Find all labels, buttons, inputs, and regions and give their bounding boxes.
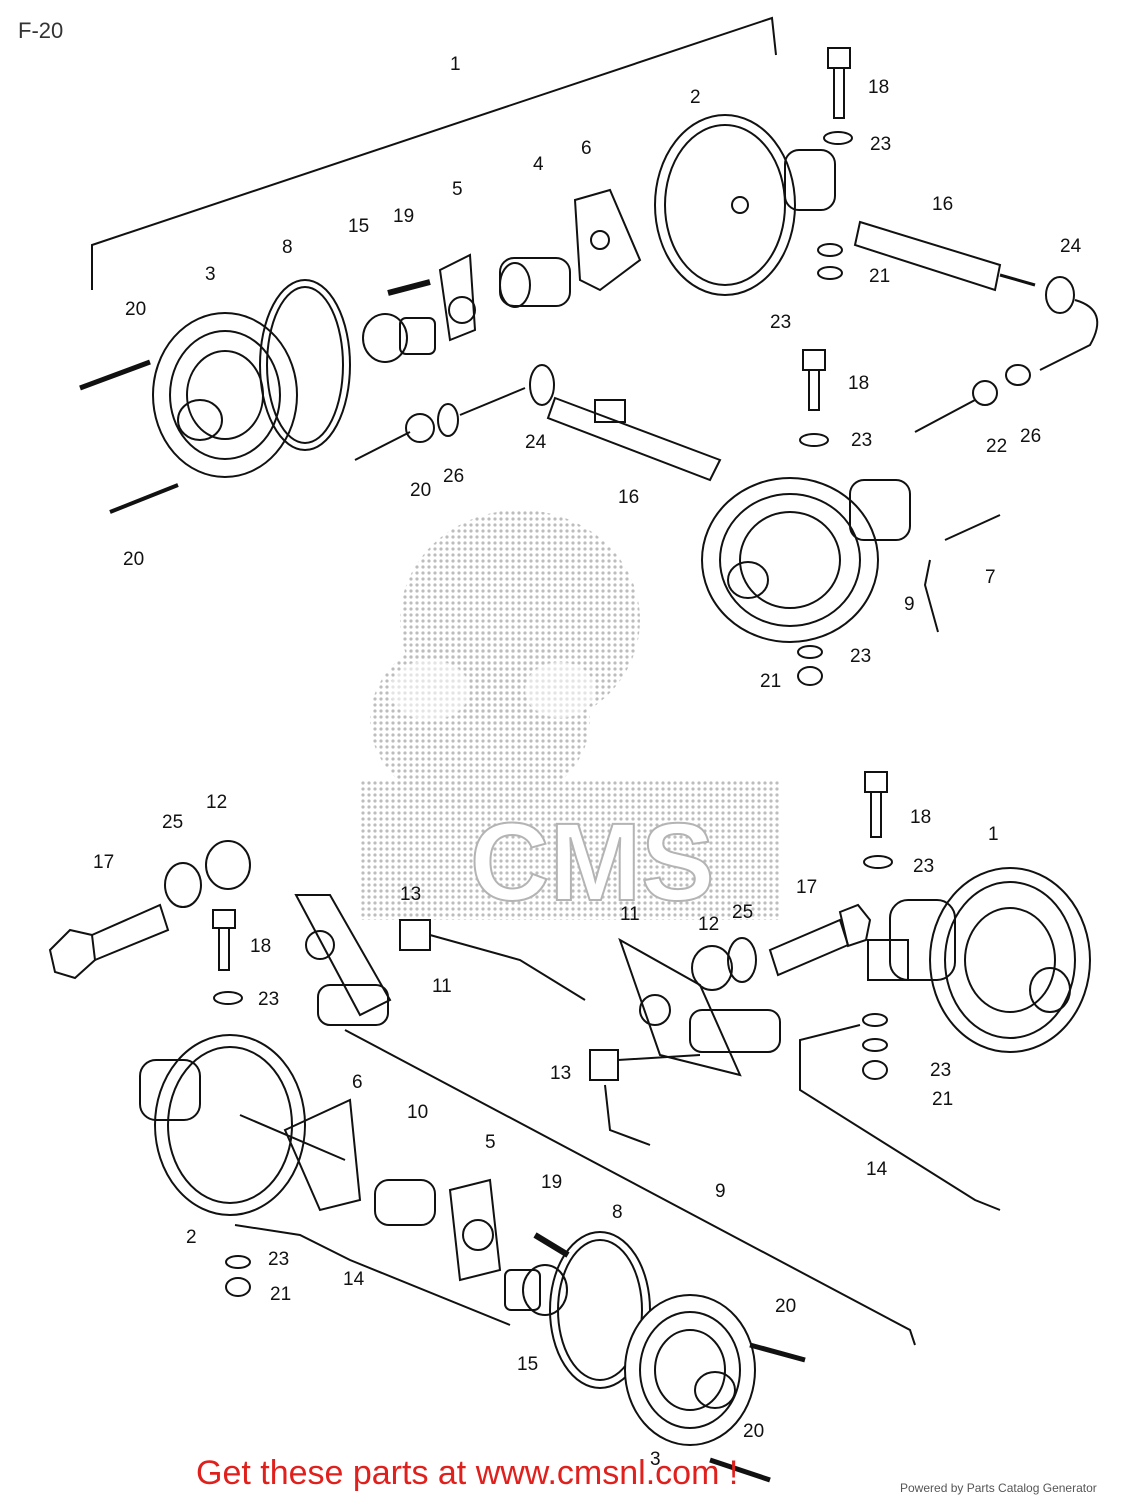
page-title: F-20 bbox=[18, 18, 64, 43]
callout-18-mid: 18 bbox=[848, 373, 869, 394]
callout-9-bottom: 9 bbox=[715, 1181, 726, 1202]
callout-10: 10 bbox=[407, 1102, 428, 1123]
callout-26-mid: 26 bbox=[443, 466, 464, 487]
bottom-assembly bbox=[48, 771, 1091, 1483]
callout-17-right: 17 bbox=[796, 877, 817, 898]
watermark-logo: CMS bbox=[360, 510, 780, 925]
callout-15-bottom: 15 bbox=[517, 1354, 538, 1375]
callout-20-mid: 20 bbox=[410, 480, 431, 501]
callout-16: 16 bbox=[932, 194, 953, 215]
callout-15: 15 bbox=[348, 216, 369, 237]
callout-21: 21 bbox=[869, 266, 890, 287]
callout-1: 1 bbox=[450, 54, 461, 75]
callout-8: 8 bbox=[282, 237, 293, 258]
callout-25-right: 25 bbox=[732, 902, 753, 923]
callout-5: 5 bbox=[452, 179, 463, 200]
callout-24: 24 bbox=[1060, 236, 1082, 257]
callout-17: 17 bbox=[93, 852, 114, 873]
callout-7: 7 bbox=[985, 567, 996, 588]
callout-20: 20 bbox=[125, 299, 146, 320]
callout-6-bottom: 6 bbox=[352, 1072, 363, 1093]
callout-5-bottom: 5 bbox=[485, 1132, 496, 1153]
callout-1-right: 1 bbox=[988, 824, 999, 845]
callout-13: 13 bbox=[400, 884, 421, 905]
callout-19-bottom: 19 bbox=[541, 1172, 562, 1193]
callout-22: 22 bbox=[986, 436, 1007, 457]
callout-14-right: 14 bbox=[866, 1159, 888, 1180]
callout-21-bottom: 21 bbox=[270, 1284, 291, 1305]
callout-12-right: 12 bbox=[698, 914, 719, 935]
callout-labels: 1 2 3 4 5 6 7 8 9 15 16 16 18 18 19 20 2… bbox=[93, 54, 1082, 1470]
callout-23-right-low: 23 bbox=[930, 1060, 951, 1081]
callout-20-low: 20 bbox=[123, 549, 144, 570]
credit-text: Powered by Parts Catalog Generator bbox=[900, 1481, 1097, 1495]
callout-16-mid: 16 bbox=[618, 487, 639, 508]
callout-25: 25 bbox=[162, 812, 183, 833]
callout-18-bl: 18 bbox=[250, 936, 271, 957]
callout-23-b: 23 bbox=[770, 312, 791, 333]
callout-21-mid: 21 bbox=[760, 671, 781, 692]
callout-21-right: 21 bbox=[932, 1089, 953, 1110]
callout-23-bottom: 23 bbox=[268, 1249, 289, 1270]
callout-23-right: 23 bbox=[913, 856, 934, 877]
callout-23-bl: 23 bbox=[258, 989, 279, 1010]
callout-6: 6 bbox=[581, 138, 592, 159]
callout-23: 23 bbox=[870, 134, 891, 155]
callout-20-bottom: 20 bbox=[775, 1296, 796, 1317]
callout-9: 9 bbox=[904, 594, 915, 615]
callout-23-d: 23 bbox=[850, 646, 871, 667]
watermark-text: CMS bbox=[470, 801, 714, 924]
callout-11-right: 11 bbox=[620, 904, 640, 925]
callout-8-bottom: 8 bbox=[612, 1202, 623, 1223]
callout-19: 19 bbox=[393, 206, 414, 227]
top-assembly bbox=[79, 16, 1099, 686]
callout-3: 3 bbox=[205, 264, 216, 285]
callout-14-bottom: 14 bbox=[343, 1269, 365, 1290]
promo-link[interactable]: Get these parts at www.cmsnl.com ! bbox=[196, 1454, 739, 1492]
callout-18-right: 18 bbox=[910, 807, 931, 828]
callout-11: 11 bbox=[432, 976, 452, 997]
callout-3-bottom: 3 bbox=[650, 1449, 661, 1470]
callout-4: 4 bbox=[533, 154, 544, 175]
callout-2: 2 bbox=[690, 87, 701, 108]
callout-20-bottom-low: 20 bbox=[743, 1421, 764, 1442]
callout-24-mid: 24 bbox=[525, 432, 547, 453]
callout-2-bottom: 2 bbox=[186, 1227, 197, 1248]
callout-23-c: 23 bbox=[851, 430, 872, 451]
callout-12: 12 bbox=[206, 792, 227, 813]
callout-13-right: 13 bbox=[550, 1063, 571, 1084]
callout-18: 18 bbox=[868, 77, 889, 98]
callout-26: 26 bbox=[1020, 426, 1041, 447]
